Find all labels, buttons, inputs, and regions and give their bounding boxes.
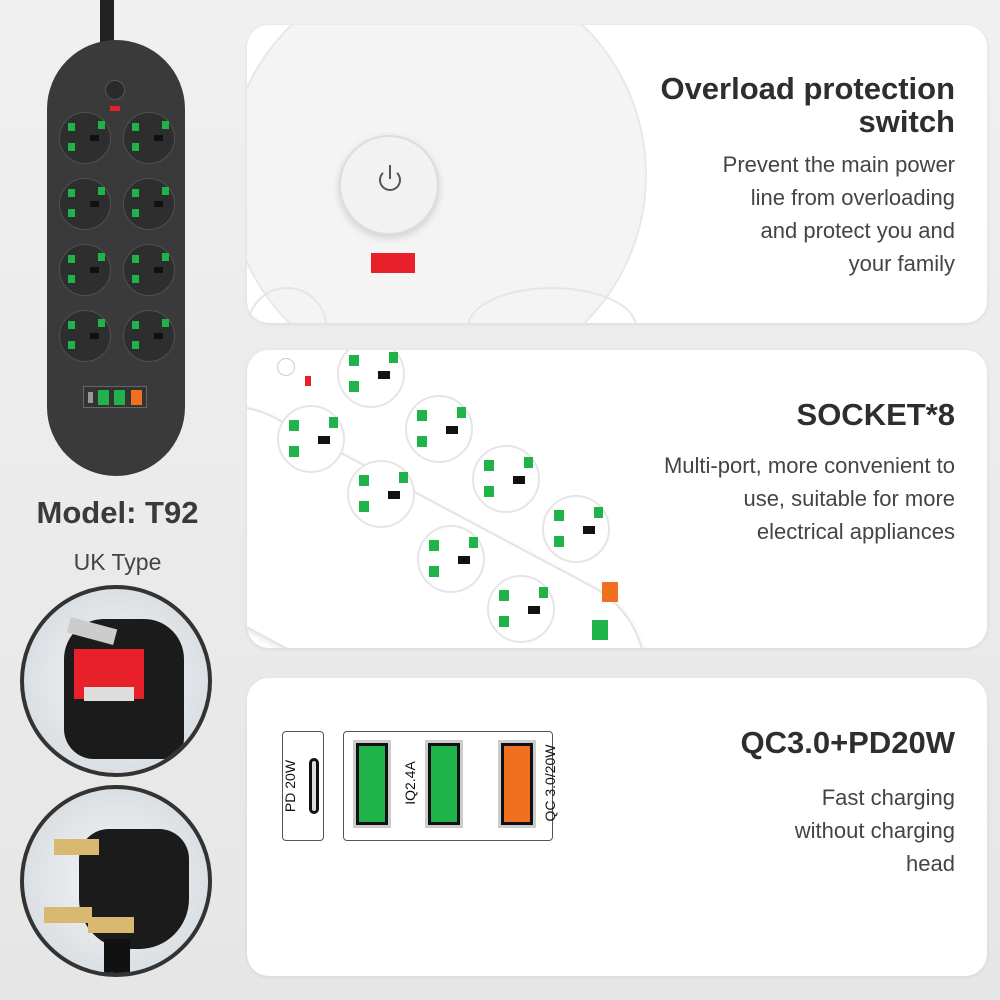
switch-closeup-image bbox=[247, 25, 647, 323]
socket-outlet bbox=[472, 445, 540, 513]
socket-outlet bbox=[337, 350, 405, 408]
feature-desc: Multi-port, more convenient to bbox=[663, 453, 955, 478]
feature-desc: electrical appliances bbox=[756, 519, 955, 544]
socket-outlet bbox=[59, 112, 111, 164]
feature-desc: Fast charging bbox=[821, 785, 955, 810]
indicator-light bbox=[110, 106, 120, 111]
power-icon bbox=[379, 169, 401, 191]
socket-outlet bbox=[123, 112, 175, 164]
feature-desc: without charging bbox=[794, 818, 955, 843]
feature-desc: line from overloading bbox=[750, 185, 955, 210]
socket-outlet bbox=[123, 244, 175, 296]
indicator-light bbox=[371, 253, 415, 273]
type-label: UK Type bbox=[73, 549, 162, 575]
feature-title: SOCKET*8 bbox=[796, 397, 955, 432]
socket-outlet bbox=[59, 310, 111, 362]
uk-plug-front-image bbox=[20, 585, 212, 777]
feature-desc: use, suitable for more bbox=[743, 486, 955, 511]
power-switch bbox=[105, 80, 125, 100]
feature-title: Overload protection bbox=[660, 71, 955, 106]
feature-card-overload: Overload protection switch Prevent the m… bbox=[247, 25, 987, 323]
socket-outlet bbox=[59, 244, 111, 296]
feature-desc: Prevent the main power bbox=[722, 152, 955, 177]
feature-desc: and protect you and bbox=[760, 218, 955, 243]
feature-title: switch bbox=[858, 104, 955, 139]
qc-label: QC 3.0/20W bbox=[542, 744, 558, 822]
socket-outlet bbox=[347, 460, 415, 528]
socket-outlet bbox=[277, 405, 345, 473]
usb-a-port-1 bbox=[353, 740, 391, 828]
feature-title: QC3.0+PD20W bbox=[740, 725, 955, 760]
socket-outlet bbox=[59, 178, 111, 230]
feature-desc: your family bbox=[848, 251, 955, 276]
feature-card-sockets: SOCKET*8 Multi-port, more convenient to … bbox=[247, 350, 987, 648]
socket-outlet bbox=[123, 310, 175, 362]
usb-ports bbox=[83, 386, 147, 408]
typec-port-icon bbox=[309, 758, 319, 814]
socket-outlet bbox=[405, 395, 473, 463]
socket-outlet bbox=[542, 495, 610, 563]
power-cord bbox=[100, 0, 114, 42]
qc-port bbox=[498, 740, 536, 828]
power-strip-image bbox=[47, 40, 185, 476]
model-label: Model: T92 bbox=[36, 495, 199, 530]
usb-label: IQ2.4A bbox=[402, 761, 418, 805]
socket-outlet bbox=[123, 178, 175, 230]
uk-plug-back-image bbox=[20, 785, 212, 977]
socket-outlet bbox=[417, 525, 485, 593]
feature-desc: head bbox=[906, 851, 955, 876]
usb-a-port-2 bbox=[425, 740, 463, 828]
socket-outlet bbox=[487, 575, 555, 643]
typec-label: PD 20W bbox=[282, 759, 298, 813]
usb-ports-closeup bbox=[282, 731, 324, 841]
